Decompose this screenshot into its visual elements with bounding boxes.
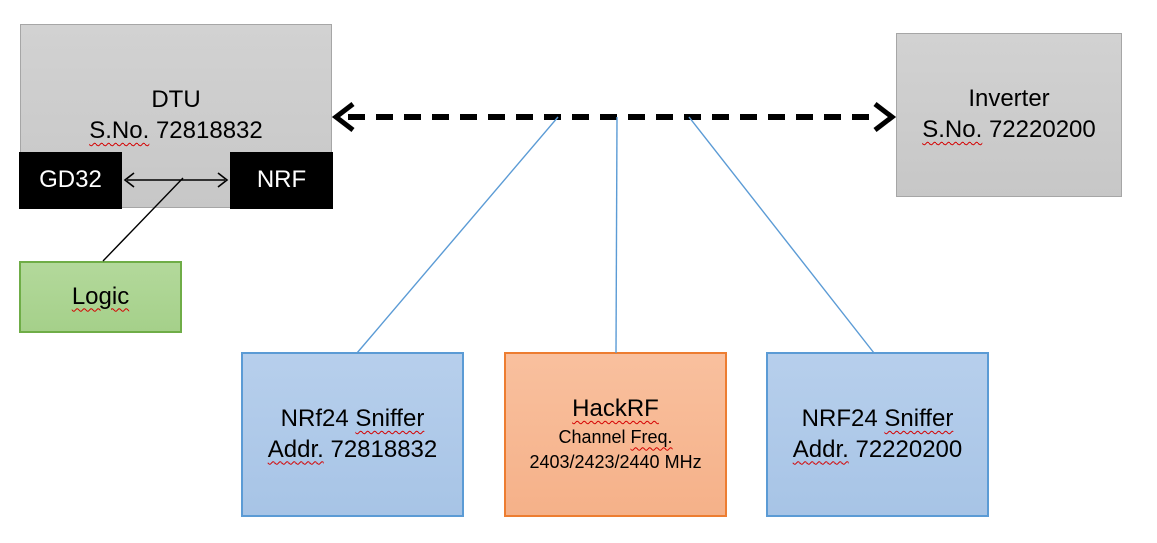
sniffer-left-title: NRf24 Sniffer [281,404,425,435]
dtu-serial-label: S.No. [89,117,150,144]
hackrf-freq-word1: Channel [558,426,626,447]
inverter-box: Inverter S.No. 72220200 [896,33,1122,197]
sniffer-right-addr-label: Addr. [792,435,849,463]
sniffer-right-addr-value: 72220200 [855,435,963,463]
sniffer-right-connector [688,116,875,354]
hackrf-frequencies: 2403/2423/2440 MHz [529,451,702,472]
hackrf-freq-word2: Freq. [630,426,673,447]
dtu-title: DTU [151,86,201,114]
sniffer-left-connector [356,116,559,354]
sniffer-left-addr-value: 72818832 [330,435,438,463]
hackrf-box: HackRF Channel Freq. 2403/2423/2440 MHz [504,352,727,517]
sniffer-right-address: Addr. 72220200 [793,435,963,466]
inverter-serial-label: S.No. [922,116,983,143]
nrf-box: NRF [230,152,333,209]
sniffer-right-box: NRF24 Sniffer Addr. 72220200 [766,352,989,517]
logic-label: Logic [71,282,130,310]
nrf-label: NRF [256,166,307,194]
dtu-serial: S.No. 72818832 [89,116,262,147]
hackrf-title: HackRF [572,394,659,422]
inverter-title: Inverter [968,85,1050,113]
logic-box: Logic [19,261,182,333]
dashed-link-right-arrowhead [873,102,897,132]
sniffer-left-box: NRf24 Sniffer Addr. 72818832 [241,352,464,517]
dashed-link-left-arrowhead [331,102,355,132]
dtu-serial-number: 72818832 [155,117,263,144]
gd32-box: GD32 [19,152,122,209]
inverter-serial: S.No. 72220200 [922,115,1095,146]
sniffer-left-radio: NRf24 [280,404,349,432]
sniffer-left-addr-label: Addr. [267,435,324,463]
gd32-label: GD32 [39,166,102,194]
sniffer-right-role: Sniffer [884,404,954,432]
hackrf-connector [615,116,618,354]
sniffer-left-address: Addr. 72818832 [268,435,438,466]
sniffer-left-role: Sniffer [355,404,425,432]
sniffer-right-radio: NRF24 [801,404,878,432]
hackrf-freq-label: Channel Freq. [558,425,672,450]
sniffer-right-title: NRF24 Sniffer [802,404,954,435]
inverter-serial-number: 72220200 [988,116,1096,143]
